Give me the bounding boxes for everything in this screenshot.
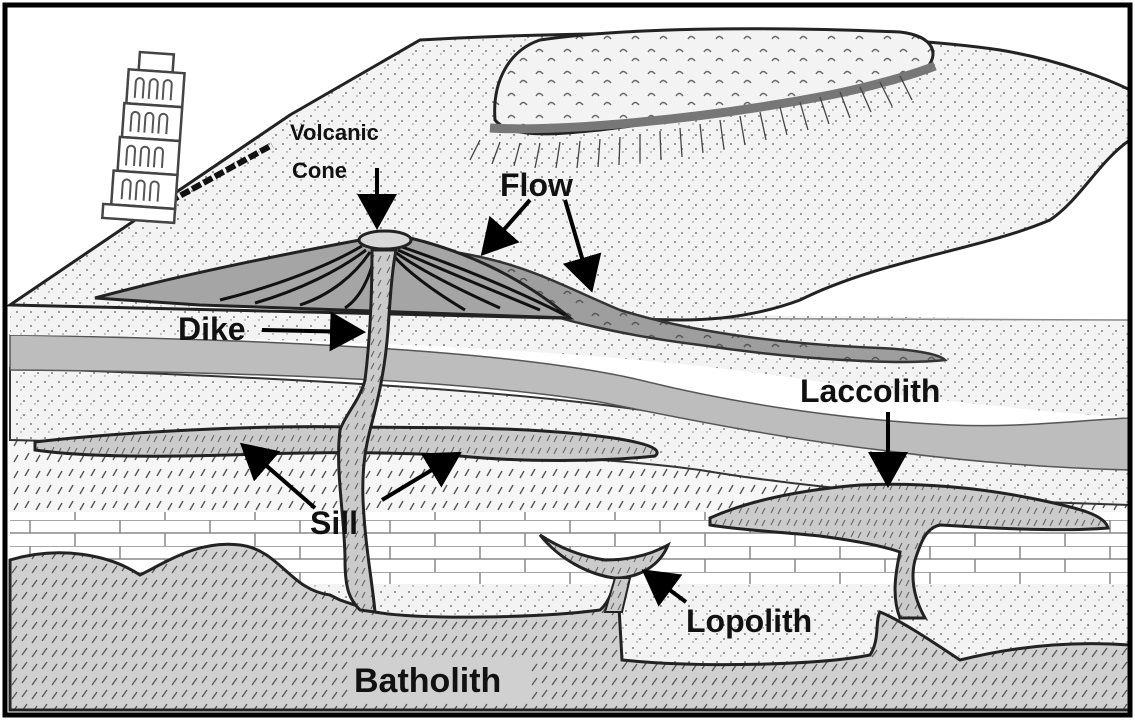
label-sill: Sill: [310, 505, 358, 541]
label-flow: Flow: [500, 167, 573, 203]
label-lopolith: Lopolith: [686, 603, 812, 639]
arrow-dike: [262, 330, 358, 332]
crater: [359, 231, 411, 249]
label-laccolith: Laccolith: [800, 373, 940, 409]
label-volcanic: Volcanic: [290, 120, 379, 145]
label-dike: Dike: [178, 311, 246, 347]
label-cone: Cone: [292, 158, 347, 183]
label-batholith: Batholith: [354, 662, 501, 700]
